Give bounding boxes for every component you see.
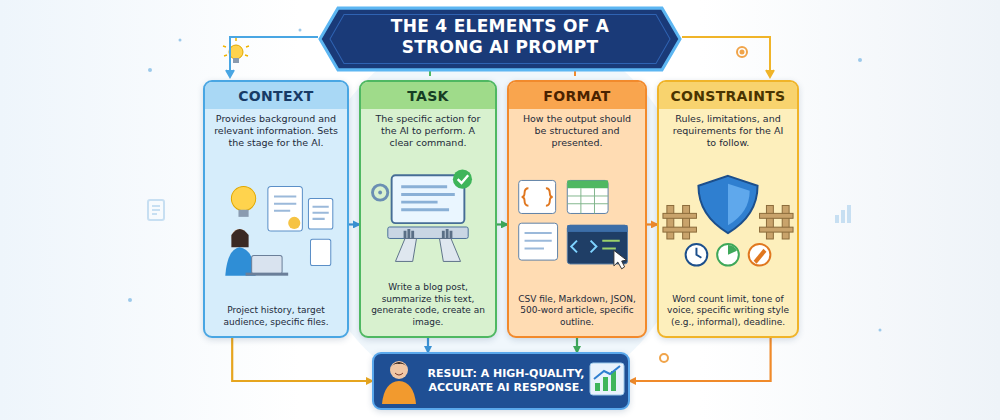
result-text: RESULT: A HIGH-QUALITY, ACCURATE AI RESP…: [424, 363, 588, 399]
title-text: THE 4 ELEMENTS OF A STRONG AI PROMPT: [318, 6, 682, 58]
card-examples: Write a blog post, summarize this text, …: [361, 282, 495, 336]
flow-arrow: [349, 223, 359, 225]
element-card: FORMATHow the output should be structure…: [507, 80, 647, 338]
format-illustration: [509, 149, 645, 294]
element-card: CONSTRAINTSRules, limitations, and requi…: [657, 80, 799, 338]
flow-arrow: [630, 338, 771, 381]
illustration-area: [509, 149, 645, 294]
chart-icon: [588, 357, 628, 405]
flow-arrow: [497, 223, 507, 225]
flow-arrow: [647, 223, 657, 225]
illustration-area: [659, 149, 797, 294]
illustration-area: [361, 149, 495, 282]
chart-figure: [588, 357, 628, 401]
flow-arrow: [427, 338, 429, 352]
card-examples: Project history, target audience, specif…: [205, 305, 347, 336]
person-figure: [374, 354, 424, 404]
card-heading: CONSTRAINTS: [659, 82, 797, 109]
person-icon: [374, 354, 424, 408]
card-heading: FORMAT: [509, 82, 645, 109]
task-illustration: [361, 149, 495, 282]
card-description: The specific action for the AI to perfor…: [361, 109, 495, 149]
card-description: Rules, limitations, and requirements for…: [659, 109, 797, 149]
title-banner: THE 4 ELEMENTS OF A STRONG AI PROMPT: [318, 6, 682, 72]
card-examples: CSV file, Markdown, JSON, 500-word artic…: [509, 294, 645, 337]
illustration-area: [205, 149, 347, 305]
card-heading: TASK: [361, 82, 495, 109]
result-box: RESULT: A HIGH-QUALITY, ACCURATE AI RESP…: [372, 352, 630, 410]
card-description: How the output should be structured and …: [509, 109, 645, 149]
flow-arrow: [576, 338, 578, 352]
card-description: Provides background and relevant informa…: [205, 109, 347, 149]
element-card: CONTEXTProvides background and relevant …: [203, 80, 349, 338]
flow-arrow: [232, 338, 372, 381]
element-card: TASKThe specific action for the AI to pe…: [359, 80, 497, 338]
constraints-illustration: [659, 149, 797, 294]
card-examples: Word count limit, tone of voice, specifi…: [659, 294, 797, 337]
context-illustration: [205, 149, 347, 305]
card-heading: CONTEXT: [205, 82, 347, 109]
